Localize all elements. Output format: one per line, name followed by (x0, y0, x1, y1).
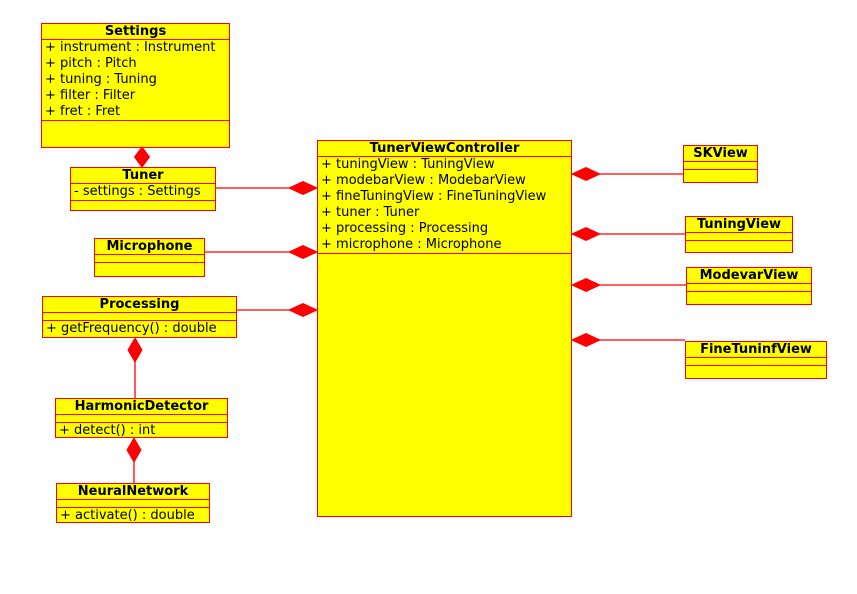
operations-compartment (71, 201, 215, 210)
attribute-row: + filter : Filter (45, 88, 136, 103)
composition-connector-processing-harmonicdetector[interactable] (127, 337, 143, 398)
attribute-row: + fineTuningView : FineTuningView (321, 189, 547, 204)
attributes-compartment (686, 358, 826, 366)
class-box-processing[interactable]: Processing + getFrequency() : double (42, 296, 237, 338)
class-title: Tuner (71, 168, 215, 184)
class-title: Microphone (95, 239, 204, 255)
attribute-row: + pitch : Pitch (45, 56, 137, 71)
attributes-compartment: + tuningView : TuningView+ modebarView :… (318, 157, 571, 254)
attributes-compartment (43, 313, 236, 321)
composition-diamond-icon (127, 337, 143, 363)
class-title: TunerViewController (318, 141, 571, 157)
attributes-compartment: + instrument : Instrument+ pitch : Pitch… (42, 40, 229, 121)
class-title: Settings (42, 24, 229, 40)
attributes-compartment (687, 284, 811, 292)
class-box-skview[interactable]: SKView (683, 145, 758, 183)
class-title: NeuralNetwork (57, 484, 209, 500)
attributes-compartment (684, 162, 757, 170)
operations-compartment (318, 254, 571, 516)
class-box-tunerviewcontroller[interactable]: TunerViewController+ tuningView : Tuning… (317, 140, 572, 517)
class-box-harmonicdetector[interactable]: HarmonicDetector + detect() : int (55, 398, 228, 438)
composition-diamond-icon (570, 166, 602, 182)
attribute-row: + tuner : Tuner (321, 205, 420, 220)
class-box-tuningview[interactable]: TuningView (685, 216, 793, 253)
attributes-compartment (686, 233, 792, 241)
composition-diamond-icon (126, 437, 142, 463)
attributes-compartment (57, 500, 209, 508)
attribute-row: + processing : Processing (321, 221, 489, 236)
composition-diamond-icon (287, 180, 319, 196)
composition-diamond-icon (570, 332, 602, 348)
attribute-row: + microphone : Microphone (321, 237, 502, 252)
operations-compartment (687, 292, 811, 304)
operations-compartment (42, 121, 229, 147)
operations-compartment (684, 170, 757, 182)
class-box-settings[interactable]: Settings+ instrument : Instrument+ pitch… (41, 23, 230, 148)
class-title: ModevarView (687, 268, 811, 284)
class-box-modevarview[interactable]: ModevarView (686, 267, 812, 305)
attribute-row: + tuningView : TuningView (321, 157, 495, 172)
operation-row: + getFrequency() : double (46, 321, 217, 336)
composition-connector-tunerviewcontroller-processing[interactable] (237, 302, 319, 318)
attribute-row: + modebarView : ModebarView (321, 173, 526, 188)
class-title: HarmonicDetector (56, 399, 227, 415)
class-box-microphone[interactable]: Microphone (94, 238, 205, 277)
composition-diamond-icon (570, 277, 602, 293)
operations-compartment: + detect() : int (56, 423, 227, 438)
class-box-tuner[interactable]: Tuner- settings : Settings (70, 167, 216, 211)
attribute-row: + tuning : Tuning (45, 72, 157, 87)
class-title: TuningView (686, 217, 792, 233)
operations-compartment (686, 366, 826, 378)
class-box-finetuninfview[interactable]: FineTuninfView (685, 341, 827, 379)
composition-connector-tunerviewcontroller-tuner[interactable] (216, 180, 319, 196)
composition-diamond-icon (570, 226, 602, 242)
operation-row: + detect() : int (59, 423, 156, 438)
composition-diamond-icon (133, 146, 151, 168)
attributes-compartment: - settings : Settings (71, 184, 215, 201)
composition-connector-harmonicdetector-neuralnetwork[interactable] (126, 437, 142, 483)
attribute-row: + instrument : Instrument (45, 40, 216, 55)
class-title: FineTuninfView (686, 342, 826, 358)
attributes-compartment (95, 255, 204, 263)
attributes-compartment (56, 415, 227, 423)
composition-connector-tunerviewcontroller-tuningview[interactable] (570, 226, 685, 242)
operations-compartment: + activate() : double (57, 508, 209, 523)
operations-compartment (95, 263, 204, 276)
class-title: SKView (684, 146, 757, 162)
composition-connector-tunerviewcontroller-finetuninfview[interactable] (570, 332, 685, 348)
composition-diamond-icon (287, 244, 319, 260)
composition-connector-tuner-settings[interactable] (133, 146, 151, 168)
composition-connector-tunerviewcontroller-modevarview[interactable] (570, 277, 686, 293)
composition-diamond-icon (287, 302, 319, 318)
operation-row: + activate() : double (60, 508, 195, 523)
operations-compartment: + getFrequency() : double (43, 321, 236, 337)
composition-connector-tunerviewcontroller-microphone[interactable] (205, 244, 319, 260)
composition-connector-tunerviewcontroller-skview[interactable] (570, 166, 683, 182)
attribute-row: + fret : Fret (45, 104, 121, 119)
attribute-row: - settings : Settings (74, 184, 201, 199)
class-box-neuralnetwork[interactable]: NeuralNetwork + activate() : double (56, 483, 210, 523)
operations-compartment (686, 241, 792, 252)
class-title: Processing (43, 297, 236, 313)
